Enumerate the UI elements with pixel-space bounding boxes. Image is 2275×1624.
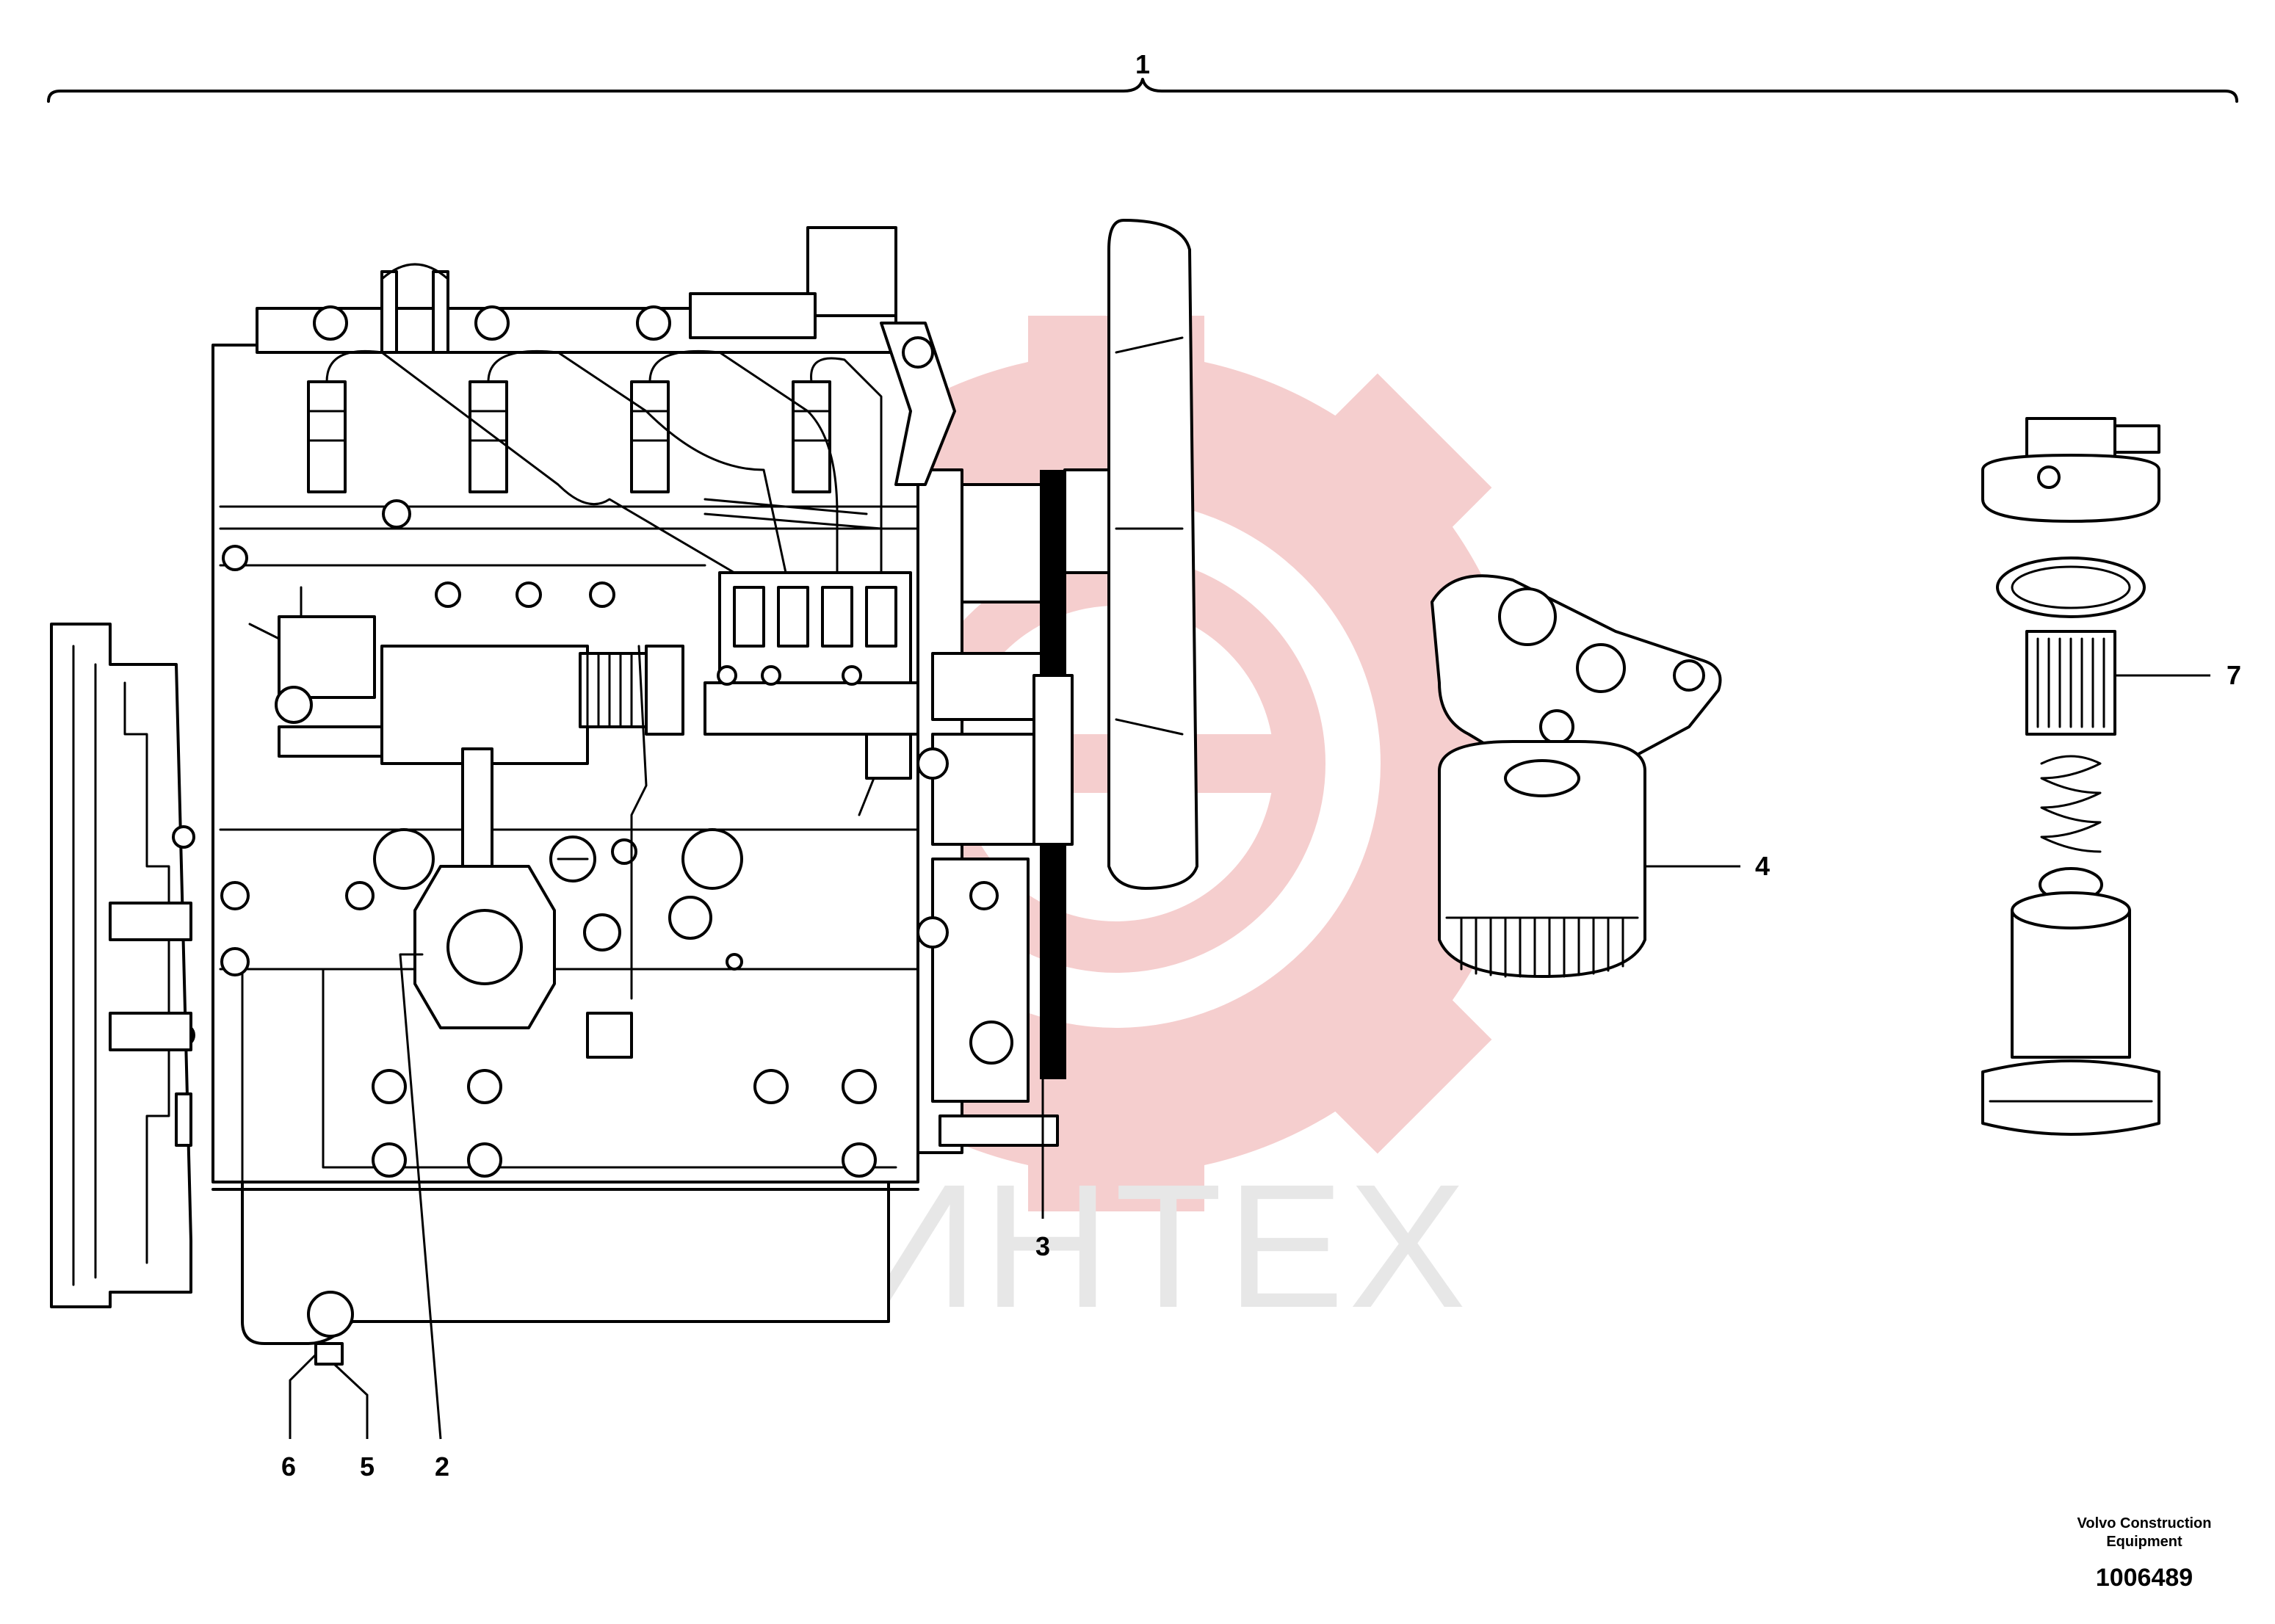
oil-filter-part-2 <box>399 747 556 1029</box>
callout-3: 3 <box>1035 1231 1050 1261</box>
engine-assembly <box>50 219 1198 1366</box>
callout-5: 5 <box>360 1451 375 1482</box>
callout-6: 6 <box>281 1451 296 1482</box>
filter-bowl <box>2011 891 2131 1059</box>
company-name-line2: Equipment <box>2106 1534 2182 1550</box>
oil-pan <box>211 1181 919 1366</box>
label-plate <box>380 645 589 765</box>
fuel-strainer <box>579 645 684 736</box>
leader-5 <box>333 1363 369 1439</box>
retaining-ring <box>1981 1059 2160 1136</box>
filter-element <box>2025 630 2116 736</box>
valve-cover-top <box>689 226 956 486</box>
assembly-bracket <box>47 78 2238 103</box>
flywheel-housing <box>50 623 195 1308</box>
cooling-fan <box>1063 219 1198 890</box>
drain-plug <box>314 1342 344 1366</box>
injection-pump <box>704 571 927 736</box>
dipstick <box>630 645 648 1000</box>
callout-labels: 1 2 3 4 5 6 7 <box>281 49 2241 1482</box>
leader-lines <box>289 674 2210 1440</box>
valve-cover-bosses <box>313 263 671 354</box>
callout-7: 7 <box>2227 660 2241 690</box>
drain-plug-boss <box>307 1291 354 1338</box>
fuel-injection-lines <box>325 349 883 574</box>
timing-gear-case <box>858 468 1059 1154</box>
spring <box>2040 755 2102 853</box>
block-bolt-holes <box>220 499 877 1178</box>
fuel-filter-exploded-part-7 <box>1981 417 2160 1136</box>
callout-4: 4 <box>1755 851 1770 881</box>
engine-block <box>211 263 927 1366</box>
watermark-text: ИНТЕХ <box>852 1148 1471 1344</box>
fuel-filter-part-4 <box>1431 574 1722 978</box>
callout-1: 1 <box>1135 49 1150 79</box>
oil-filler-cap-icon <box>549 835 596 882</box>
callout-2: 2 <box>435 1451 449 1482</box>
leader-2 <box>399 954 442 1440</box>
company-name-line1: Volvo Construction <box>2077 1515 2212 1531</box>
document-number: 1006489 <box>2096 1564 2193 1592</box>
leader-6 <box>289 1353 317 1439</box>
fan-belt-part-3 <box>1032 470 1074 1079</box>
footer: Volvo Construction Equipment 1006489 <box>2077 1515 2212 1592</box>
filter-head <box>1981 417 2160 523</box>
dipstick-grip <box>586 1012 633 1059</box>
o-ring <box>1996 557 2146 618</box>
